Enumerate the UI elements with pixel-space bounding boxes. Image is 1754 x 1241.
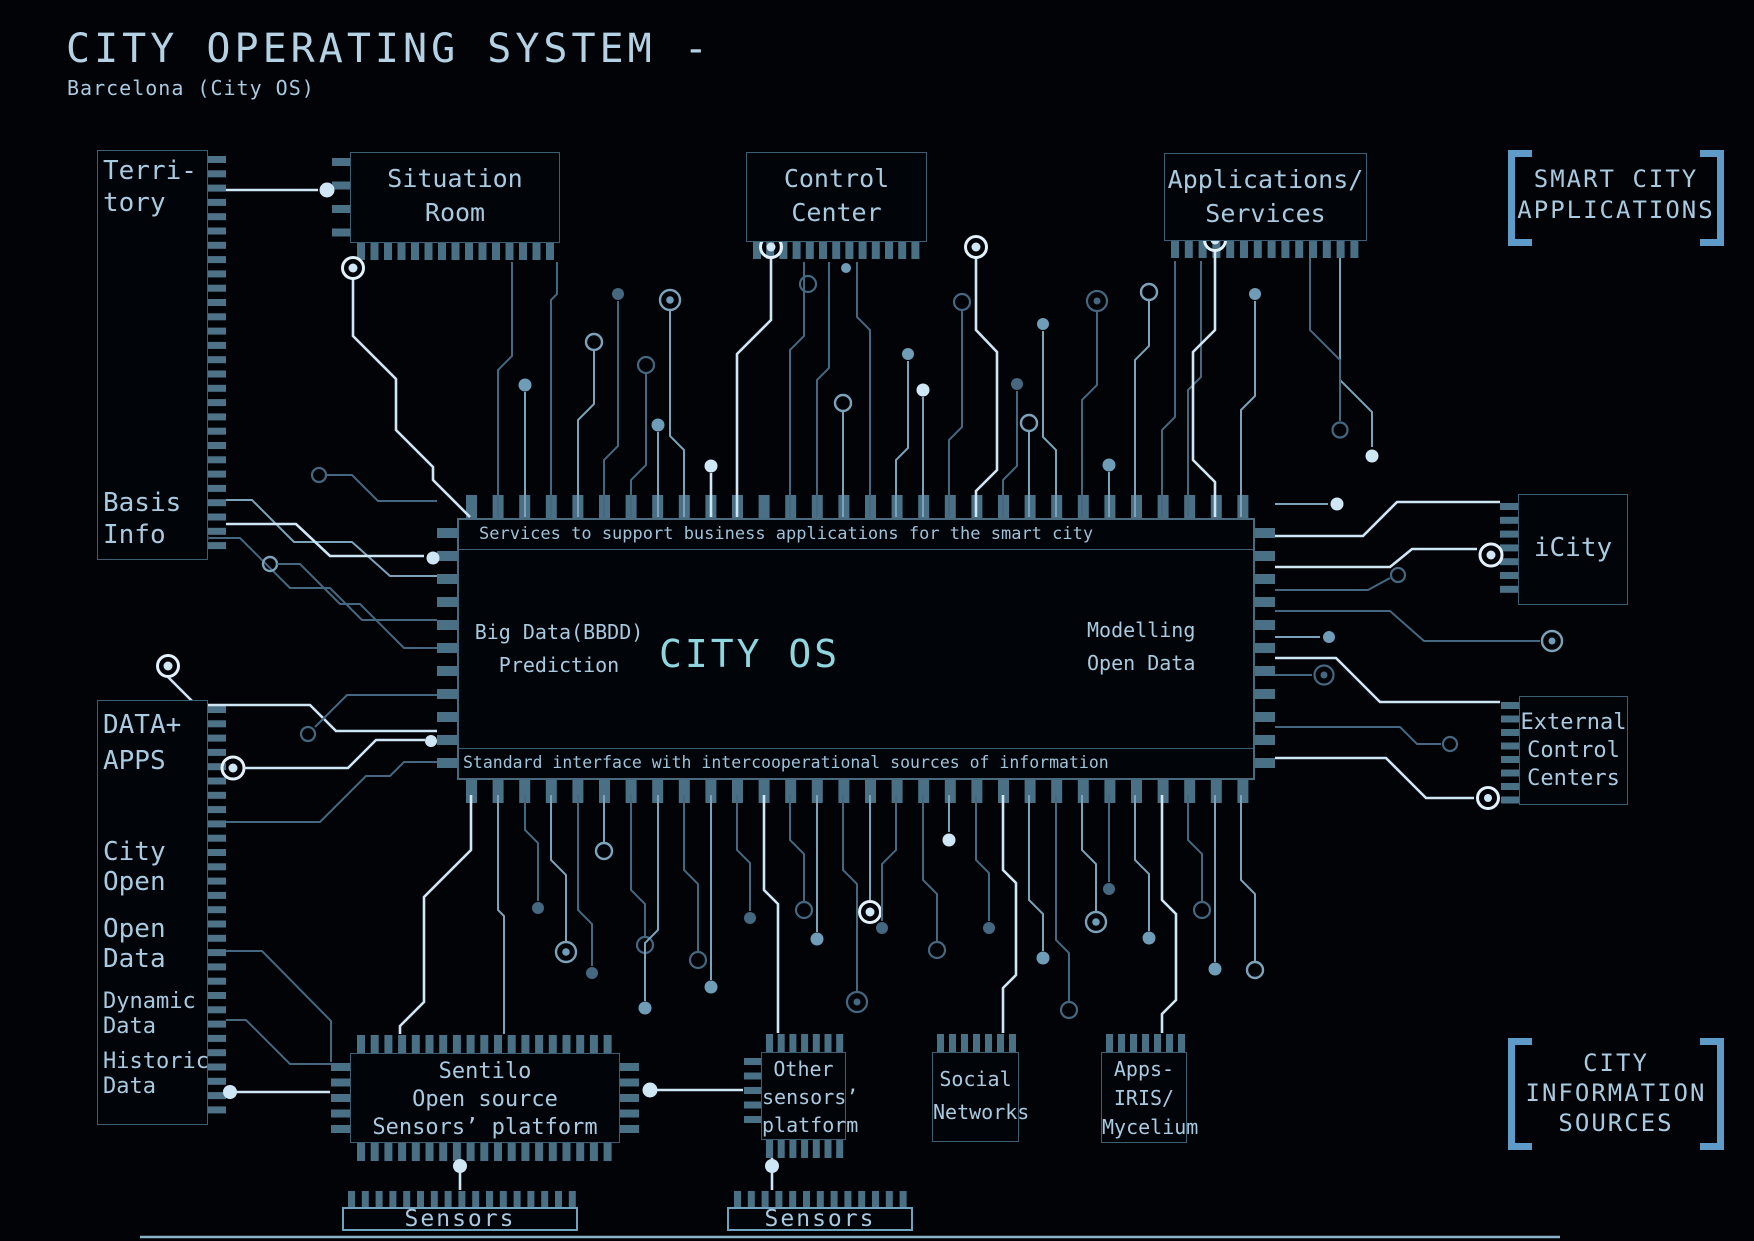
standard-interface-strip: Standard interface with intercooperation… <box>459 748 1253 778</box>
pin-row <box>1106 1034 1185 1052</box>
pin-row <box>357 243 554 260</box>
big-data-label: Big Data(BBDD) Prediction <box>474 620 644 677</box>
page-subtitle: Barcelona (City OS) <box>67 76 315 100</box>
city-os-chip: Services to support business application… <box>457 518 1255 780</box>
pin-row <box>466 495 1249 518</box>
applications-services-chip: Applications/ Services <box>1164 153 1367 241</box>
other-sensors-chip: Other sensors’ platform <box>761 1052 858 1140</box>
pin-row <box>766 1140 844 1158</box>
situation-room-chip: Situation Room <box>350 152 560 243</box>
pin-row <box>1500 503 1518 593</box>
pin-row <box>620 1063 639 1133</box>
sensors-bar-2: Sensors <box>727 1207 913 1231</box>
pin-row <box>766 1034 844 1052</box>
pin-row <box>744 1058 761 1123</box>
services-strip: Services to support business application… <box>459 520 1253 550</box>
pin-row <box>331 1063 350 1133</box>
dynamic-data-label: Dynamic Data <box>103 989 196 1039</box>
pin-row <box>753 242 920 259</box>
pin-row <box>206 156 226 550</box>
control-center-chip: Control Center <box>746 152 927 242</box>
pin-row <box>357 1143 612 1161</box>
sensors-bar-1: Sensors <box>342 1207 578 1231</box>
pin-row <box>357 1035 612 1053</box>
pin-row <box>206 706 226 1114</box>
social-networks-chip: Social Networks <box>932 1052 1029 1142</box>
icity-chip: iCity <box>1518 494 1628 605</box>
left-bracket-icon <box>1508 150 1532 246</box>
external-control-centers-chip: External Control Centers <box>1519 696 1628 805</box>
apps-iris-mycelium-chip: Apps- IRIS/ Mycelium <box>1101 1052 1198 1143</box>
left-bracket-icon <box>1508 1038 1532 1150</box>
historic-data-label: Historic Data <box>103 1049 209 1099</box>
basis-info-label: Basis Info <box>103 488 182 550</box>
territory-label: Terri- tory <box>103 156 197 218</box>
modelling-open-data-label: Modelling Open Data <box>1087 618 1196 675</box>
page-title: CITY OPERATING SYSTEM - <box>66 26 712 72</box>
city-open-label: City Open <box>103 837 166 897</box>
data-apps-panel: DATA+ APPS City Open Open Data Dynamic D… <box>97 700 209 1125</box>
pin-row <box>1171 241 1359 258</box>
right-bracket-icon <box>1700 150 1724 246</box>
pin-row <box>466 780 1249 803</box>
pin-row <box>348 1191 576 1207</box>
territory-panel: Terri- tory Basis Info <box>97 150 208 560</box>
pin-row <box>937 1034 1016 1052</box>
pin-row <box>437 528 457 768</box>
sentilo-chip: Sentilo Open source Sensors’ platform <box>350 1053 620 1143</box>
city-information-sources-label: CITY INFORMATION SOURCES <box>1508 1038 1724 1150</box>
pin-row <box>734 1191 907 1207</box>
open-data-label: Open Data <box>103 914 166 974</box>
pin-row <box>1255 528 1275 768</box>
pin-row <box>332 158 350 237</box>
city-os-name: CITY OS <box>659 632 841 676</box>
right-bracket-icon <box>1700 1038 1724 1150</box>
smart-city-applications-label: SMART CITY APPLICATIONS <box>1508 150 1724 246</box>
data-apps-label: DATA+ APPS <box>103 710 182 776</box>
pin-row <box>1501 702 1519 804</box>
